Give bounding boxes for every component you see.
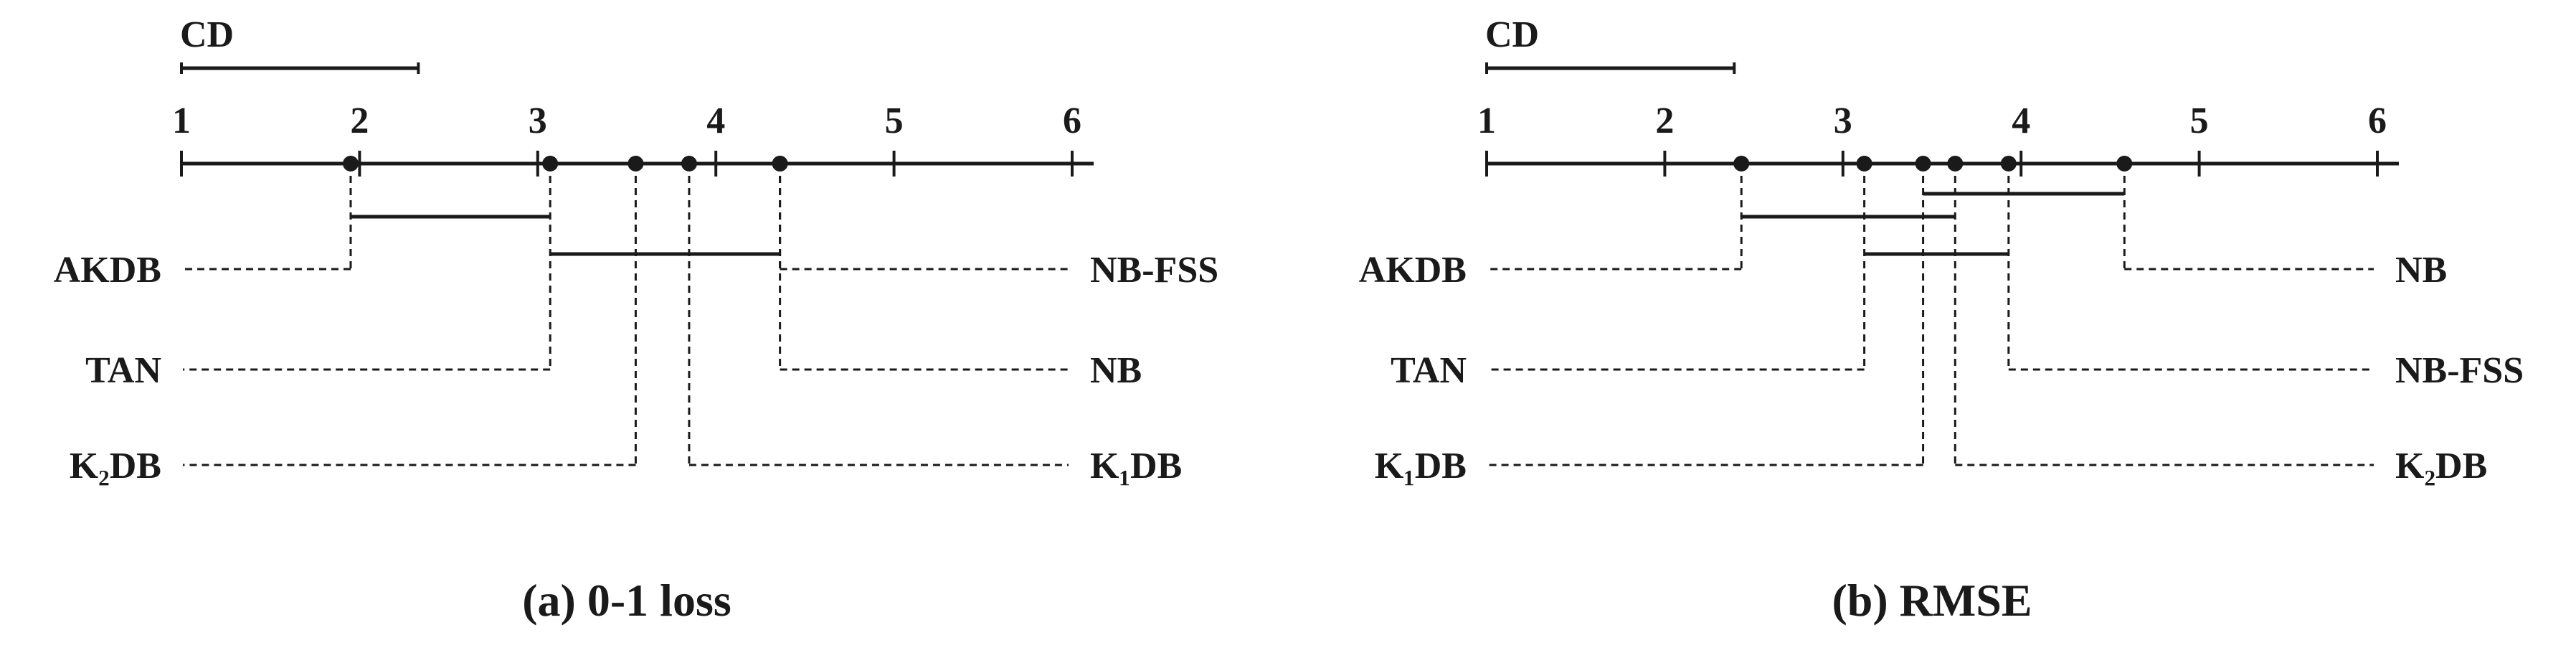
tick-label: 3 (529, 100, 547, 141)
rank-point (1947, 156, 1964, 171)
tick-label: 2 (350, 100, 369, 141)
rank-point (681, 156, 697, 171)
tick-label: 6 (2368, 100, 2387, 141)
rank-point (628, 156, 644, 171)
tick-label: 4 (2012, 100, 2030, 141)
method-label: NB (2395, 250, 2447, 291)
rank-point (2116, 156, 2133, 171)
method-label: K₁DB (1375, 446, 1467, 487)
rank-point (1915, 156, 1931, 171)
rank-point (772, 156, 788, 171)
tick-label: 3 (1834, 100, 1852, 141)
panel-caption: (a) 0-1 loss (522, 575, 731, 626)
method-label: K₁DB (1090, 446, 1182, 487)
method-label: AKDB (1359, 250, 1467, 291)
method-label: TAN (1391, 350, 1467, 391)
tick-label: 5 (2190, 100, 2209, 141)
method-label: AKDB (54, 250, 161, 291)
tick-label: 4 (706, 100, 725, 141)
tick-label: 5 (885, 100, 904, 141)
tick-label: 2 (1655, 100, 1674, 141)
method-label: K₂DB (70, 446, 161, 487)
rank-point (342, 156, 359, 171)
tick-label: 1 (1477, 100, 1496, 141)
method-label: TAN (85, 350, 161, 391)
panel-caption: (b) RMSE (1832, 575, 2032, 626)
method-label: NB (1090, 350, 1142, 391)
method-label: K₂DB (2395, 446, 2487, 487)
tick-label: 1 (172, 100, 191, 141)
rank-point (2000, 156, 2017, 171)
method-label: NB-FSS (2395, 350, 2524, 391)
tick-label: 6 (1063, 100, 1081, 141)
cd-label: CD (1485, 14, 1539, 55)
cd-label: CD (180, 14, 234, 55)
rank-point (1856, 156, 1872, 171)
method-label: NB-FSS (1090, 250, 1218, 291)
rank-point (1733, 156, 1750, 171)
rank-point (542, 156, 559, 171)
